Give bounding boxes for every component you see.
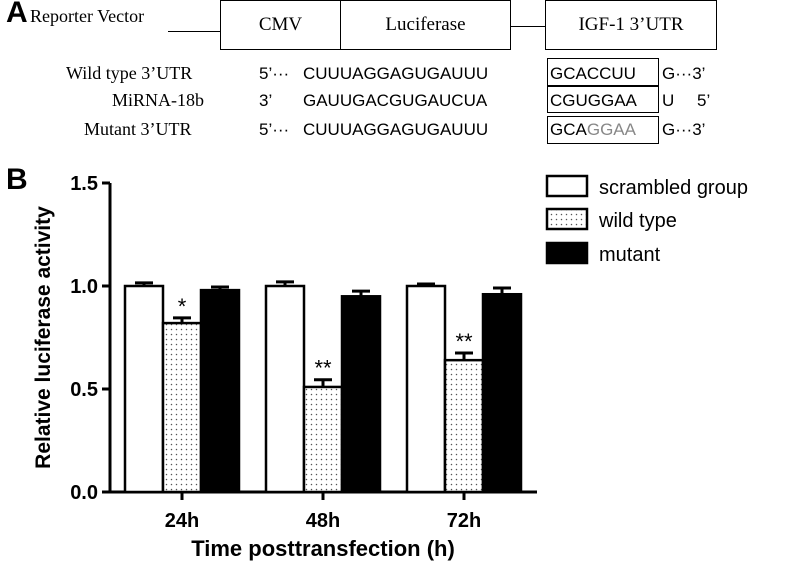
bar-scrambled-group-24h (123, 284, 165, 494)
wild-type-sequence: CUUUAGGAGUGAUUU (303, 64, 489, 83)
wild-type-seed: GCACCUU (550, 64, 636, 83)
bar-scrambled-group-48h (264, 284, 306, 494)
x-tick-label: 24h (165, 510, 199, 532)
mutant-sequence: CUUUAGGAGUGAUUU (303, 120, 489, 139)
mirna-seed: CGUGGAA (550, 91, 637, 110)
bar-wild-type-48h (302, 385, 344, 494)
x-tick-label: 48h (306, 510, 340, 532)
bar-wild-type-24h (161, 321, 203, 494)
utr-box: IGF-1 3’UTR (545, 0, 717, 50)
significance-mark: ** (455, 329, 473, 354)
mirna-sequence: GAUUGACGUGAUCUA (303, 91, 488, 110)
significance-mark: ** (314, 356, 332, 381)
seed-box-wild-type (547, 58, 659, 86)
bar-mutant-48h (340, 295, 382, 494)
legend-swatch-wild-type (545, 207, 589, 231)
mutant-seed-conserved: GCA (550, 120, 587, 139)
bar-scrambled-group-72h (405, 284, 447, 494)
seed-box-mirna (547, 86, 659, 113)
legend-label-wild-type: wild type (598, 210, 677, 232)
mutant-prime: 5’··· (259, 120, 290, 139)
y-tick-label: 1.5 (70, 173, 98, 195)
panel-letter-b: B (6, 163, 28, 196)
legend-swatch-scrambled-group (545, 174, 589, 198)
wild-type-prime: 5’··· (259, 64, 290, 83)
vector-line-mid (511, 26, 545, 27)
mirna-tail: U (662, 91, 675, 110)
luciferase-box: Luciferase (340, 0, 511, 50)
panel-a: A Reporter Vector CMV Luciferase IGF-1 3… (0, 0, 785, 160)
bar-mutant-72h (481, 292, 523, 494)
y-tick-label: 0.0 (70, 482, 98, 504)
y-tick-label: 0.5 (70, 379, 98, 401)
seed-box-mutant (547, 116, 659, 144)
vector-line-left (168, 31, 220, 32)
y-tick-label: 1.0 (70, 276, 98, 298)
mirna-label: MiRNA-18b (112, 90, 205, 110)
bar-wild-type-72h (443, 358, 485, 494)
mutant-tail: G···3’ (662, 120, 706, 139)
mutant-seed: GCAGGAA (550, 120, 636, 140)
y-axis-label: Relative luciferase activity (32, 206, 55, 469)
mutant-utr-label: Mutant 3’UTR (84, 119, 192, 139)
legend-label-mutant: mutant (599, 244, 661, 266)
reporter-vector-label: Reporter Vector (30, 6, 145, 26)
mirna-prime-right: 5’ (697, 91, 711, 110)
mirna-prime: 3’ (259, 91, 273, 110)
mutant-seed-mutated: GGAA (586, 120, 636, 139)
x-axis-label: Time posttransfection (h) (191, 536, 455, 561)
wild-type-tail: G···3’ (662, 64, 706, 83)
wild-type-utr-label: Wild type 3’UTR (66, 63, 193, 83)
cmv-box: CMV (220, 0, 341, 50)
x-tick-label: 72h (447, 510, 481, 532)
bar-mutant-24h (199, 288, 241, 494)
significance-mark: * (178, 294, 187, 319)
legend-swatch-mutant (545, 241, 589, 265)
panel-letter-a: A (6, 0, 28, 29)
legend-label-scrambled-group: scrambled group (599, 177, 748, 199)
